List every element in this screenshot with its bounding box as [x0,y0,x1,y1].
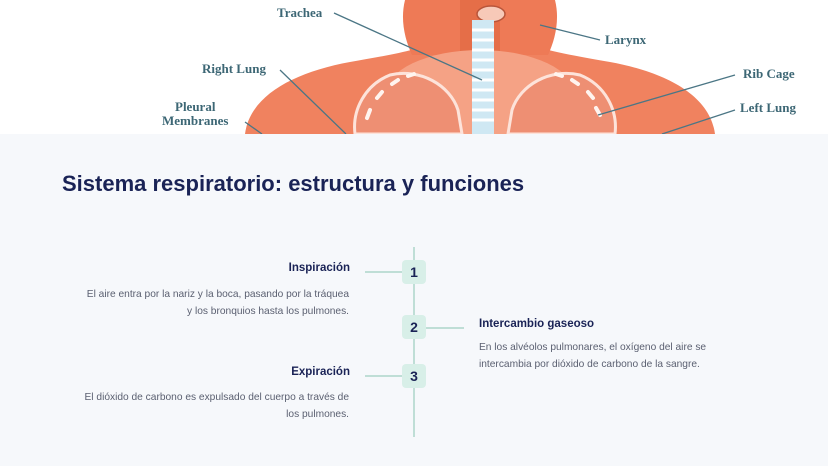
step-1-connector [365,271,402,273]
step-2-text: En los alvéolos pulmonares, el oxígeno d… [479,342,707,370]
page-title: Sistema respiratorio: estructura y funci… [62,171,525,196]
step-2-connector [426,327,464,329]
step-1-badge: 1 [402,260,426,284]
label-left-lung: Left Lung [740,100,796,115]
label-larynx: Larynx [605,32,647,47]
anatomy-illustration: Trachea Larynx Right Lung Rib Cage Pleur… [0,0,828,134]
step-3-heading: Expiración [291,366,350,378]
timeline-line [413,247,415,437]
label-right-lung: Right Lung [202,61,266,76]
step-2-heading: Intercambio gaseoso [479,318,595,330]
step-1-text: El aire entra por la nariz y la boca, pa… [86,289,349,317]
step-3-badge: 3 [402,364,426,388]
label-trachea: Trachea [277,5,323,20]
step-3-connector [365,375,402,377]
step-1-heading: Inspiración [288,262,350,274]
step-3-text: El dióxido de carbono es expulsado del c… [84,392,349,420]
step-2-badge: 2 [402,315,426,339]
respiratory-anatomy-drawing [244,0,736,134]
label-pleural-membranes: Pleural Membranes [162,99,229,128]
label-rib-cage: Rib Cage [743,66,795,81]
